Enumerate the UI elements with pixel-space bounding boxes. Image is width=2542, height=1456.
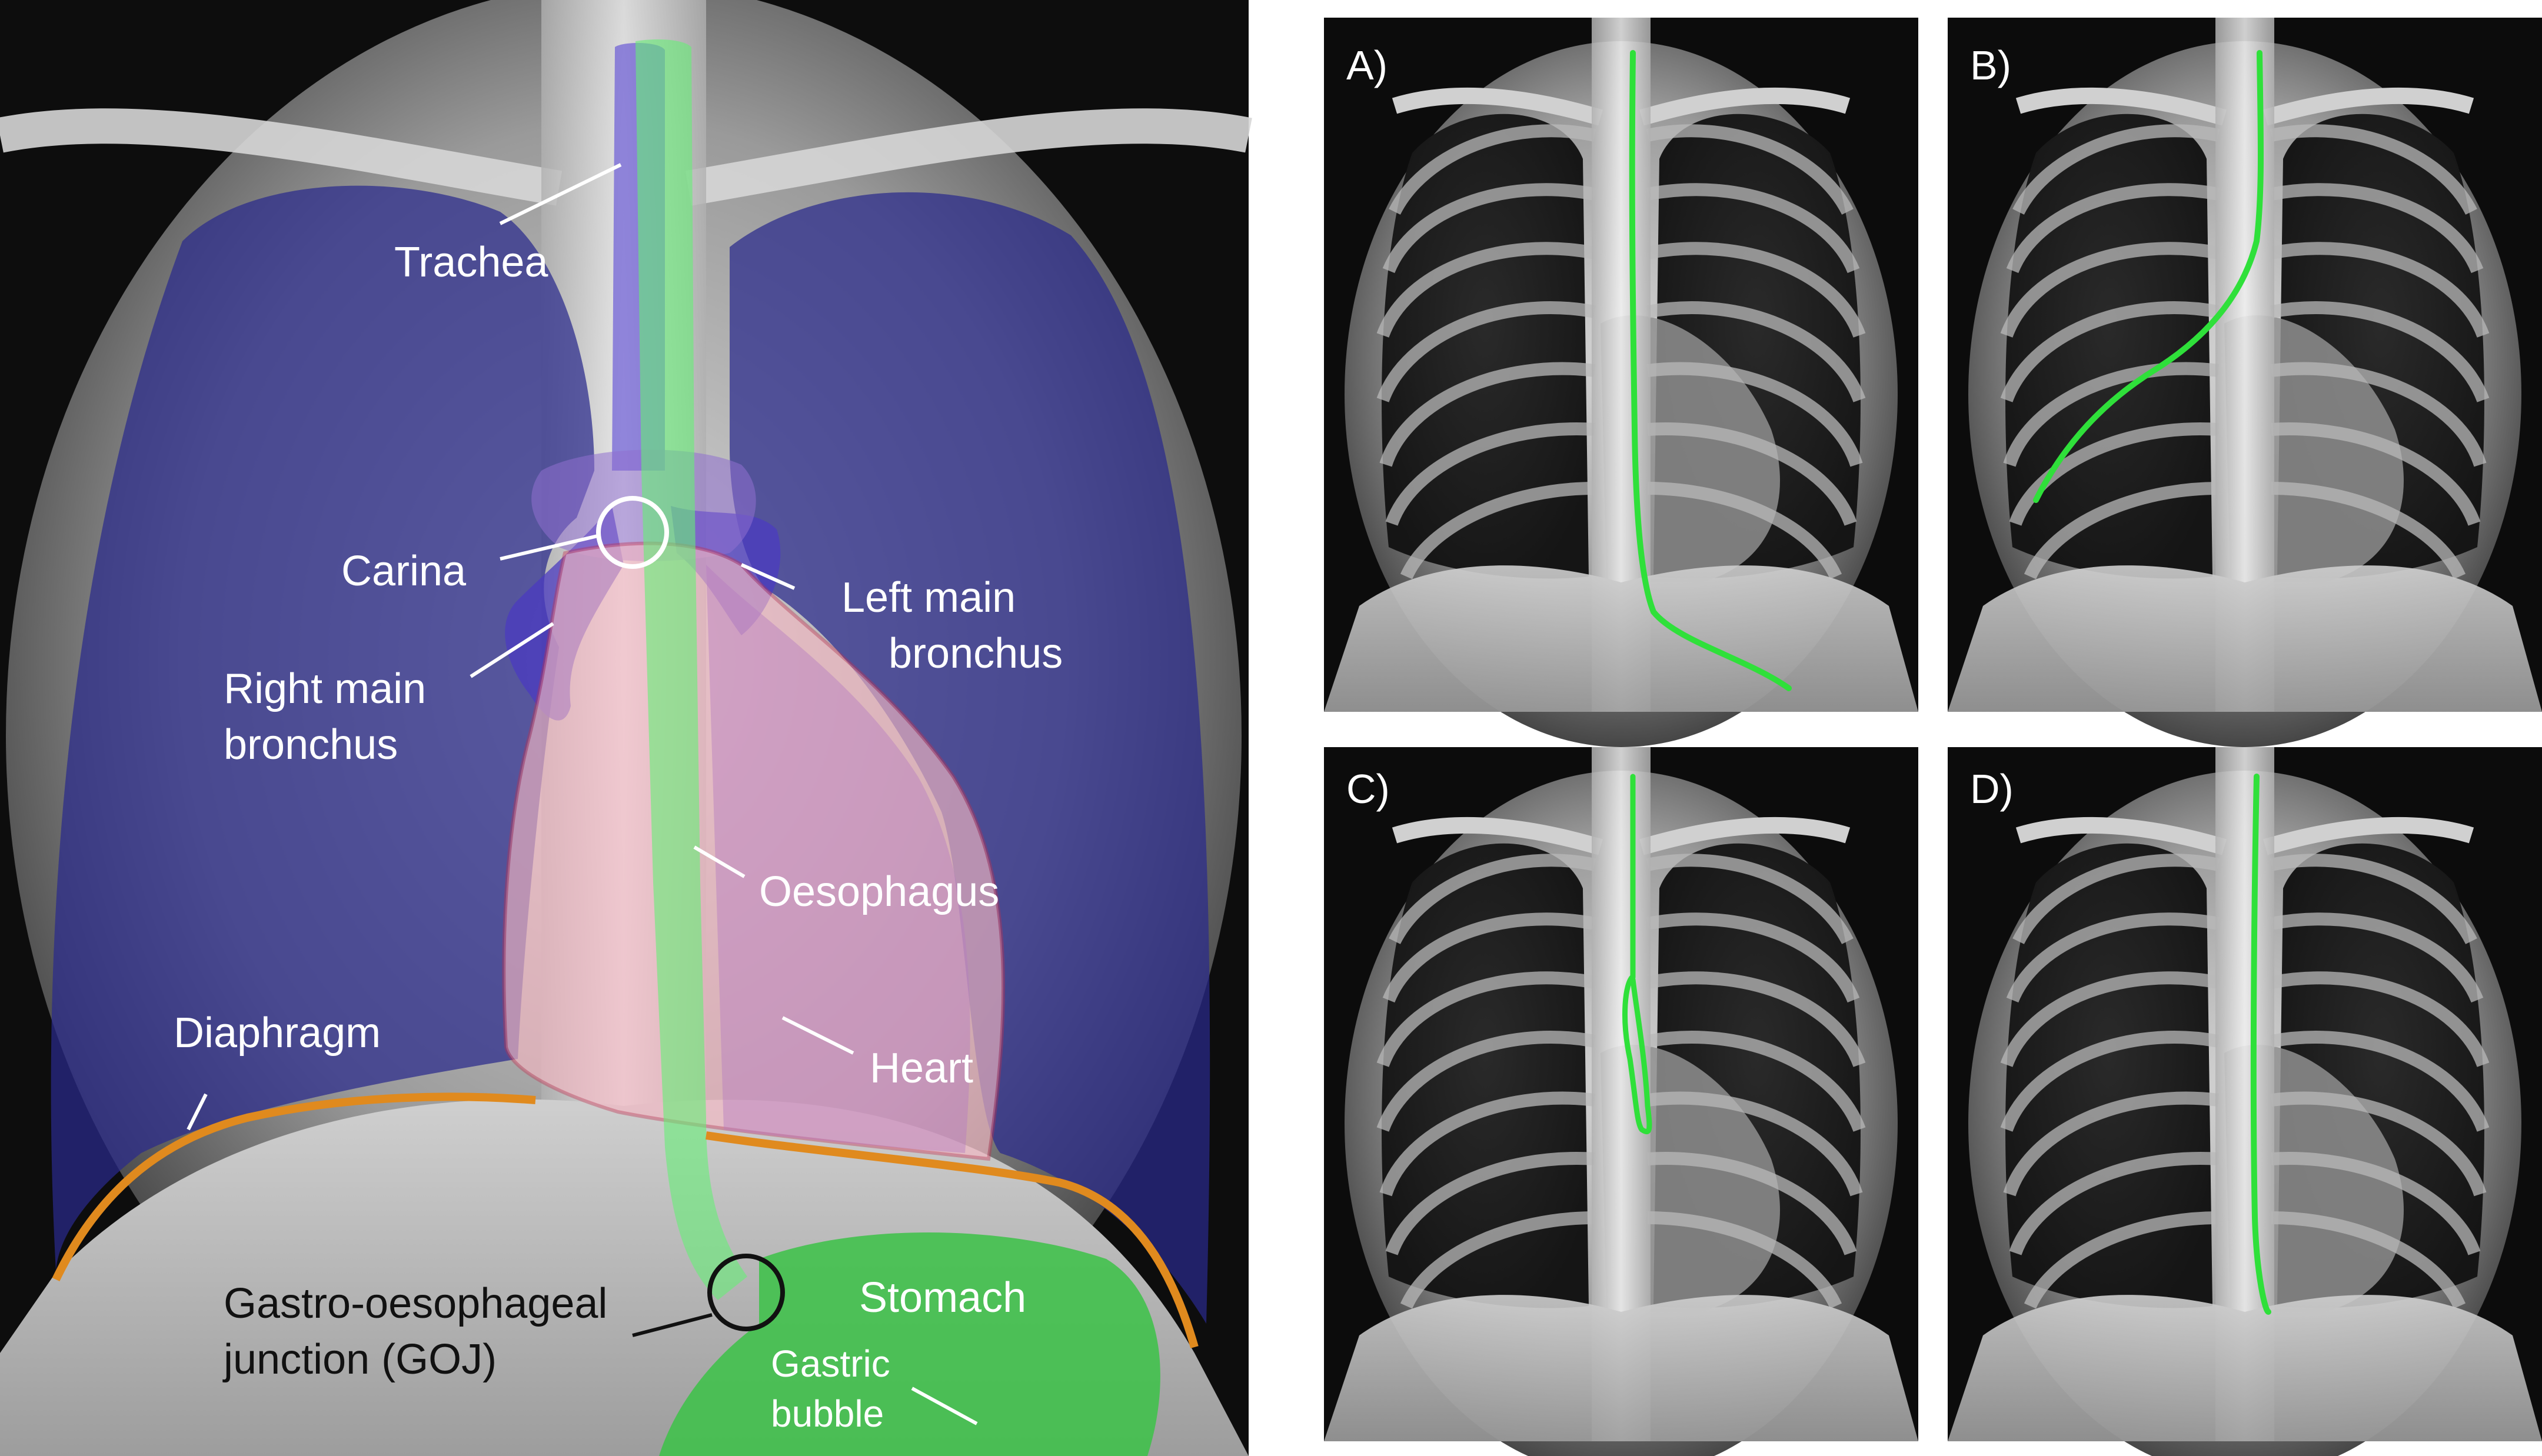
panel-label-d: D) <box>1970 766 2014 812</box>
panel-label-c: C) <box>1346 766 1390 812</box>
tube-panel-b <box>2033 50 2264 503</box>
panel-d: D) <box>1948 747 2542 1456</box>
heart-overlay <box>502 541 1005 1161</box>
label-oesophagus: Oesophagus <box>759 868 999 915</box>
panel-label-b: B) <box>1970 42 2011 88</box>
panel-c: C) <box>1324 747 1918 1456</box>
right-lung-overlay <box>51 185 594 1271</box>
label-gastric-bubble-2: bubble <box>771 1392 884 1435</box>
tube-panel-d <box>2250 774 2271 1315</box>
left-lung-overlay <box>730 192 1210 1324</box>
goj-circle <box>707 1254 785 1331</box>
label-carina: Carina <box>341 548 467 595</box>
label-right-main-bronchus-1: Right main <box>224 665 426 712</box>
oesophagus-overlay <box>636 39 747 1301</box>
label-gastric-bubble-1: Gastric <box>771 1342 890 1385</box>
label-right-main-bronchus-2: bronchus <box>224 721 398 768</box>
label-stomach: Stomach <box>859 1274 1026 1321</box>
panel-a: A) <box>1324 18 1918 747</box>
label-left-main-bronchus-1: Left main <box>841 574 1016 621</box>
goj-leader <box>632 1313 713 1337</box>
tube-panel-a <box>1629 50 1792 691</box>
tube-panel-c <box>1622 774 1652 1134</box>
label-trachea: Trachea <box>394 239 548 286</box>
label-goj-2: junction (GOJ) <box>222 1336 497 1383</box>
panel-label-a: A) <box>1346 42 1388 88</box>
carina-circle <box>596 496 669 569</box>
panel-b: B) <box>1948 18 2542 747</box>
diaphragm-line-left <box>705 1131 1199 1348</box>
label-heart: Heart <box>870 1045 973 1092</box>
label-left-main-bronchus-2: bronchus <box>889 630 1063 677</box>
label-goj-1: Gastro-oesophageal <box>224 1280 607 1327</box>
diaphragm-line <box>52 1092 536 1282</box>
label-diaphragm: Diaphragm <box>174 1009 381 1057</box>
lung-overlays <box>51 43 1210 1324</box>
leader-lines <box>187 163 978 1425</box>
